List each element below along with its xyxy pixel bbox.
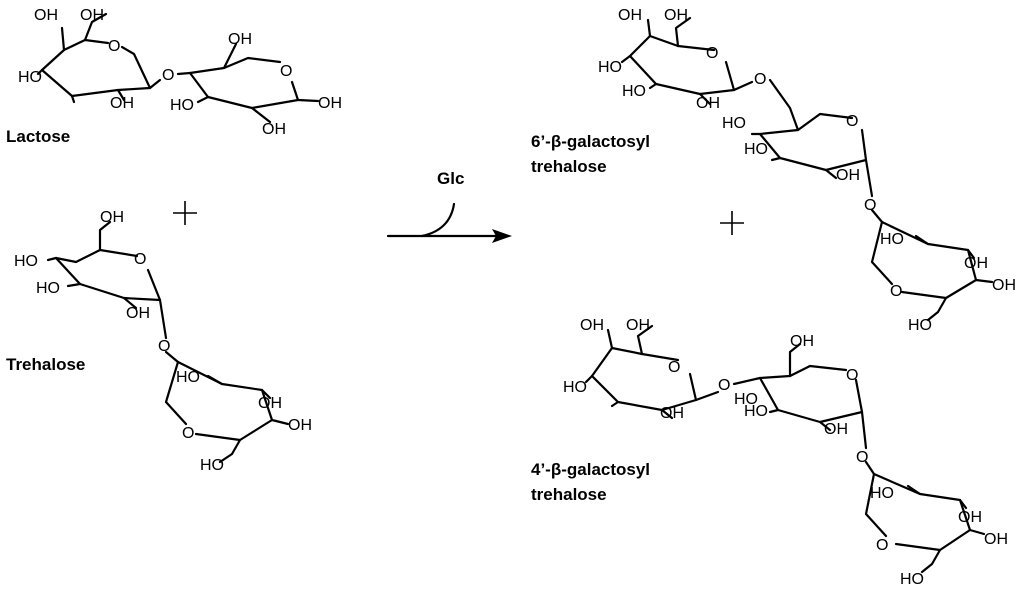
lactose-oh-6: OH — [262, 121, 286, 138]
product-4-label-line2: trehalose — [531, 485, 607, 504]
p4-glycosidic-o-2: O — [856, 449, 868, 466]
trehalose-ring-o-1: O — [134, 251, 146, 268]
p6-ho-1: HO — [598, 59, 622, 76]
lactose-oh-2: OH — [80, 7, 104, 24]
p6-oh-6: OH — [992, 277, 1016, 294]
lactose-oh-1: OH — [34, 7, 58, 24]
p4-oh-2: OH — [626, 317, 650, 334]
p4-ho-4: HO — [870, 485, 894, 502]
p4-oh-1: OH — [580, 317, 604, 334]
trehalose-structure: OH HO O HO OH O HO OH O OH HO Trehalose — [6, 209, 312, 474]
p4-ring-o-2: O — [846, 367, 858, 384]
p6-ring-o-3: O — [890, 283, 902, 300]
p6-glucose-substituents — [750, 132, 874, 198]
plus-sign-reactants — [173, 201, 197, 225]
p4-ho-2: HO — [734, 391, 758, 408]
p4-oh-3: OH — [790, 333, 814, 350]
lactose-oh-5: OH — [318, 95, 342, 112]
p6-oh-3: OH — [696, 95, 720, 112]
trehalose-ho-3: HO — [176, 369, 200, 386]
p4-ho-1: HO — [563, 379, 587, 396]
product-6-label-line1: 6’-β-galactosyl — [531, 132, 650, 151]
trehalose-ring-o-2: O — [182, 425, 194, 442]
p4-oh-6: OH — [958, 509, 982, 526]
product-6-label-line2: trehalose — [531, 157, 607, 176]
p6-ho-2: HO — [622, 83, 646, 100]
reagent-curve — [420, 202, 456, 238]
trehalose-ho-2: HO — [36, 280, 60, 297]
p6-oh-5: OH — [964, 255, 988, 272]
lactose-ho-1: HO — [18, 69, 42, 86]
p4-lower-substituents — [864, 460, 986, 574]
trehalose-oh-1: OH — [100, 209, 124, 226]
p4-lower-ring — [864, 472, 972, 552]
lactose-structure: OH OH O HO OH O OH O HO OH OH Lactose — [6, 7, 342, 146]
p4-ho-3: HO — [744, 403, 768, 420]
p6-oh-4: OH — [836, 167, 860, 184]
lactose-oh-3: OH — [110, 95, 134, 112]
trehalose-glycosidic-o: O — [158, 338, 170, 355]
p6-glycosidic-o-1: O — [754, 71, 766, 88]
reaction-arrow: Glc — [386, 169, 512, 243]
p4-ring-o-3: O — [876, 537, 888, 554]
p6-galactose-substituents — [620, 16, 754, 106]
p4-ring-o-1: O — [668, 359, 680, 376]
p6-ring-o-2: O — [846, 113, 858, 130]
lactose-galactose-substituents — [36, 12, 162, 104]
p4-oh-4: OH — [660, 405, 684, 422]
p6-glycosidic-o-2: O — [864, 197, 876, 214]
product-6-galactosyl-trehalose: OH OH O HO O HO OH O HO HO OH O HO OH O … — [531, 7, 1016, 334]
trehalose-ho-4: HO — [200, 457, 224, 474]
p4-glucose-substituents — [732, 342, 868, 450]
p6-ho-6: HO — [908, 317, 932, 334]
lactose-ho-2: HO — [170, 97, 194, 114]
lactose-glycosidic-o: O — [162, 67, 174, 84]
p6-linker — [768, 78, 800, 132]
trehalose-oh-3: OH — [258, 395, 282, 412]
plus-sign-products — [720, 211, 744, 235]
trehalose-label: Trehalose — [6, 355, 85, 374]
p6-oh-1: OH — [618, 7, 642, 24]
p4-oh-7: OH — [984, 531, 1008, 548]
p4-oh-5: OH — [824, 421, 848, 438]
trehalose-oh-4: OH — [288, 417, 312, 434]
lactose-ring-o-1: O — [108, 38, 120, 55]
p4-galactose-substituents — [584, 324, 720, 420]
product-4-label-line1: 4’-β-galactosyl — [531, 460, 650, 479]
lactose-ring-o-2: O — [280, 63, 292, 80]
p6-ho-5: HO — [880, 231, 904, 248]
lactose-label: Lactose — [6, 127, 70, 146]
p6-lower-ring — [870, 220, 978, 300]
p6-oh-2: OH — [664, 7, 688, 24]
arrow-head — [492, 229, 512, 243]
trehalose-ho-1: HO — [14, 253, 38, 270]
lactose-glucose-substituents — [176, 42, 320, 124]
p4-ho-5: HO — [900, 571, 924, 588]
p4-galactose-ring — [590, 346, 698, 412]
p6-ho-4: HO — [744, 141, 768, 158]
reagent-label: Glc — [437, 169, 464, 188]
product-4-galactosyl-trehalose: OH OH O OH HO O O HO OH HO OH O HO OH O … — [531, 317, 1008, 588]
trehalose-upper-substituents — [46, 220, 168, 340]
lactose-oh-4: OH — [228, 31, 252, 48]
p6-ring-o-1: O — [706, 45, 718, 62]
p6-ho-3: HO — [722, 115, 746, 132]
trehalose-oh-2: OH — [126, 305, 150, 322]
p4-glycosidic-o-1: O — [718, 377, 730, 394]
lactose-galactose-ring — [40, 38, 152, 98]
trehalose-lower-substituents — [164, 350, 290, 464]
p6-lower-substituents — [870, 208, 994, 322]
